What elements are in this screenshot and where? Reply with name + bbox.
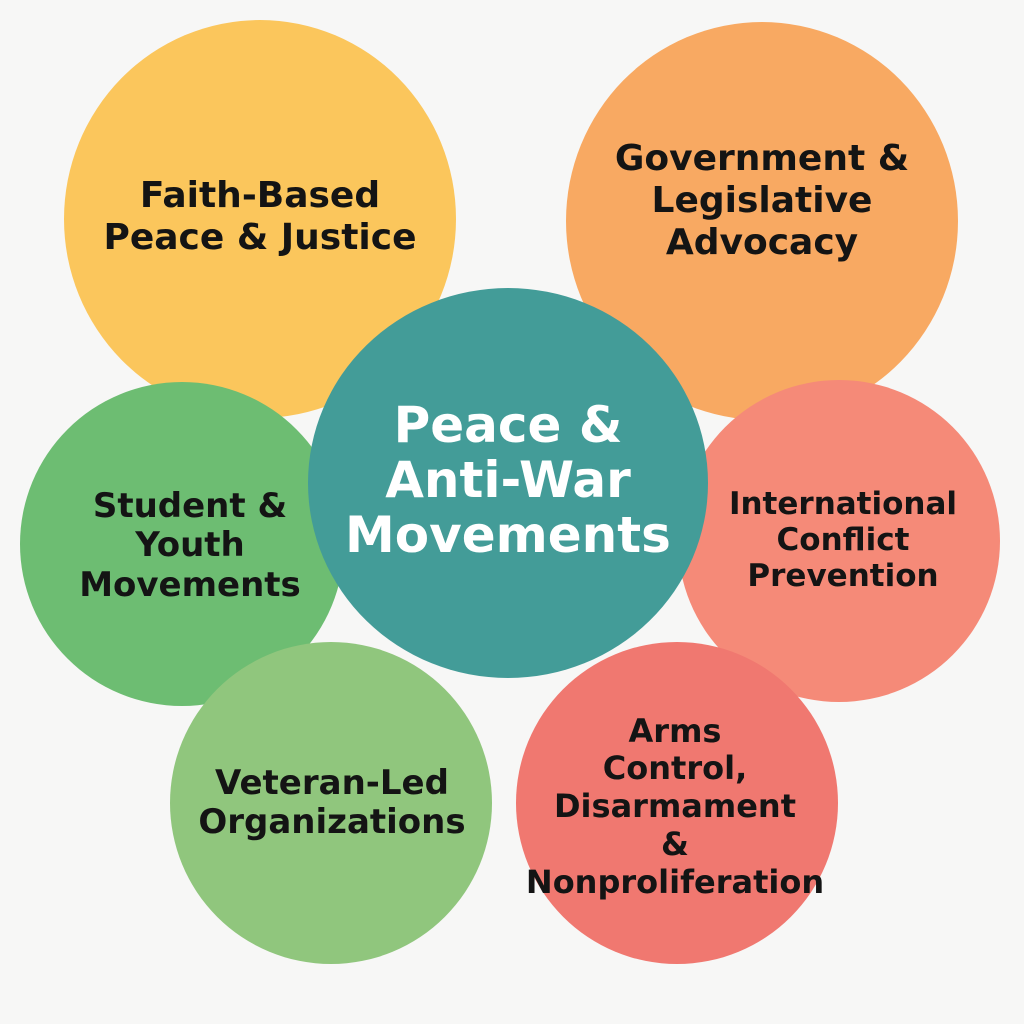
center-circle: Peace & Anti-War Movements bbox=[308, 288, 708, 678]
international-conflict-label: International Conflict Prevention bbox=[728, 486, 958, 594]
student-youth-label: Student & Youth Movements bbox=[79, 485, 301, 605]
faith-based-label: Faith-Based Peace & Justice bbox=[103, 175, 417, 258]
government-advocacy-circle: Government & Legislative Advocacy bbox=[566, 22, 958, 420]
veteran-led-circle: Veteran-Led Organizations bbox=[170, 642, 492, 964]
faith-based-circle: Faith-Based Peace & Justice bbox=[64, 20, 456, 418]
veteran-led-label: Veteran-Led Organizations bbox=[198, 762, 466, 842]
arms-control-circle: Arms Control, Disarmament & Nonprolifera… bbox=[516, 642, 838, 964]
international-conflict-circle: International Conflict Prevention bbox=[678, 380, 1000, 702]
government-advocacy-label: Government & Legislative Advocacy bbox=[614, 138, 910, 263]
center-label: Peace & Anti-War Movements bbox=[345, 395, 671, 564]
arms-control-label: Arms Control, Disarmament & Nonprolifera… bbox=[525, 711, 825, 901]
